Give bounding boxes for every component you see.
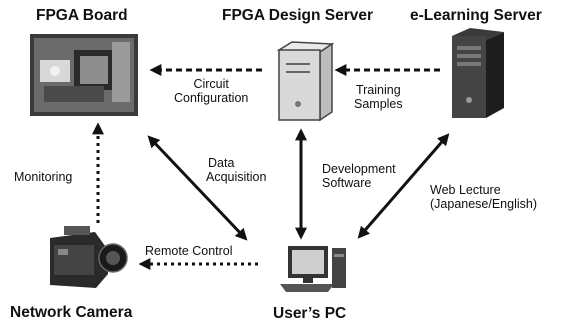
circuit-configuration-line-1: Circuit [193,77,229,91]
arrow-web-lecture [357,133,450,239]
fpga-board-title: FPGA Board [36,7,128,24]
network-camera-title: Network Camera [10,304,133,321]
development-software-line-1: Development [322,162,396,176]
network-camera-icon [50,226,128,288]
fpga-board-image [30,34,138,116]
circuit-configuration-label: Circuit Configuration [174,77,248,106]
users-pc-title: User’s PC [273,305,347,322]
data-acquisition-label: Data Acquisition [206,156,266,185]
remote-control-label: Remote Control [145,244,233,258]
training-samples-line-1: Training [355,83,401,97]
web-lecture-line-2: (Japanese/English) [430,197,538,212]
web-lecture-label: Web Lecture (Japanese/English) [430,183,537,212]
data-acquisition-line-1: Data [208,156,235,170]
design-server-title: FPGA Design Server [222,7,374,24]
elearning-server-title: e-Learning Server [410,7,542,24]
development-software-line-2: Software [322,176,372,191]
training-samples-label: Training Samples [354,83,403,112]
arrow-data-acquisition [147,135,248,241]
monitoring-label: Monitoring [14,170,73,184]
design-server-icon [276,41,335,122]
elearning-server-icon [452,28,504,118]
users-pc-icon [280,246,346,292]
development-software-label: Development Software [322,162,396,191]
web-lecture-line-1: Web Lecture [430,183,501,197]
training-samples-line-2: Samples [354,97,403,112]
data-acquisition-line-2: Acquisition [206,170,267,185]
circuit-configuration-line-2: Configuration [174,91,249,106]
